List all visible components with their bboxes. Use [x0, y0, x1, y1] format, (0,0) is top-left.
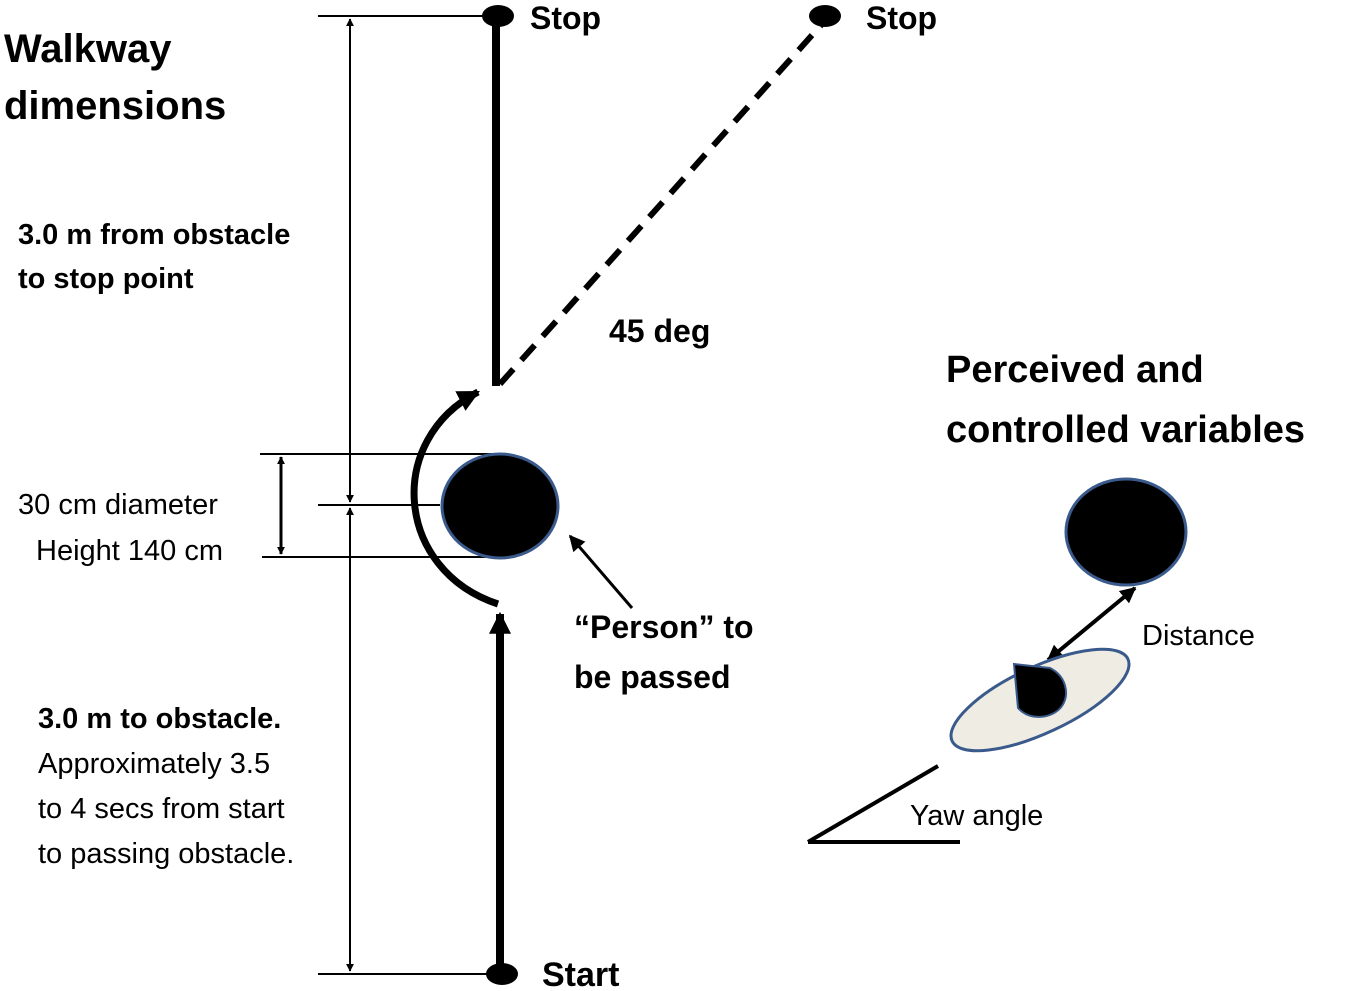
start-label: Start: [542, 956, 619, 991]
lower-segment-line-1: 3.0 m to obstacle.: [38, 703, 281, 735]
lower-segment-line-4: to passing obstacle.: [38, 838, 294, 870]
obstacle-size-line-2: Height 140 cm: [36, 535, 223, 567]
person-label-line-1: “Person” to: [574, 609, 754, 645]
stop-point-diagonal: [809, 5, 841, 27]
start-point: [486, 963, 518, 985]
variables-title-line-2: controlled variables: [946, 409, 1305, 451]
stop-label-diagonal: Stop: [866, 0, 937, 36]
distance-label: Distance: [1142, 620, 1255, 652]
variables-title-line-1: Perceived and: [946, 349, 1204, 391]
title-line-1: Walkway: [4, 27, 172, 71]
diagonal-exit-path: [497, 21, 825, 387]
person-pointer-arrow: [568, 534, 634, 609]
walker-head: [1012, 662, 1067, 718]
lower-segment-line-3: to 4 secs from start: [38, 793, 285, 825]
yaw-angle-label: Yaw angle: [910, 800, 1043, 832]
distance-arrow: [1046, 586, 1137, 662]
stop-label-straight: Stop: [530, 0, 601, 36]
upper-segment-line-1: 3.0 m from obstacle: [18, 219, 290, 251]
stop-point-straight: [482, 5, 514, 27]
lower-segment-line-2: Approximately 3.5: [38, 748, 270, 780]
avoidance-curve-arrow: [410, 388, 500, 608]
obstacle-size-line-1: 30 cm diameter: [18, 489, 218, 521]
target-obstacle: [1064, 477, 1188, 587]
yaw-heading-line: [806, 764, 940, 844]
obstacle-person: [440, 452, 560, 560]
upper-segment-line-2: to stop point: [18, 263, 194, 295]
angle-label: 45 deg: [609, 313, 710, 349]
person-label-line-2: be passed: [574, 659, 731, 695]
title-line-2: dimensions: [4, 84, 226, 128]
